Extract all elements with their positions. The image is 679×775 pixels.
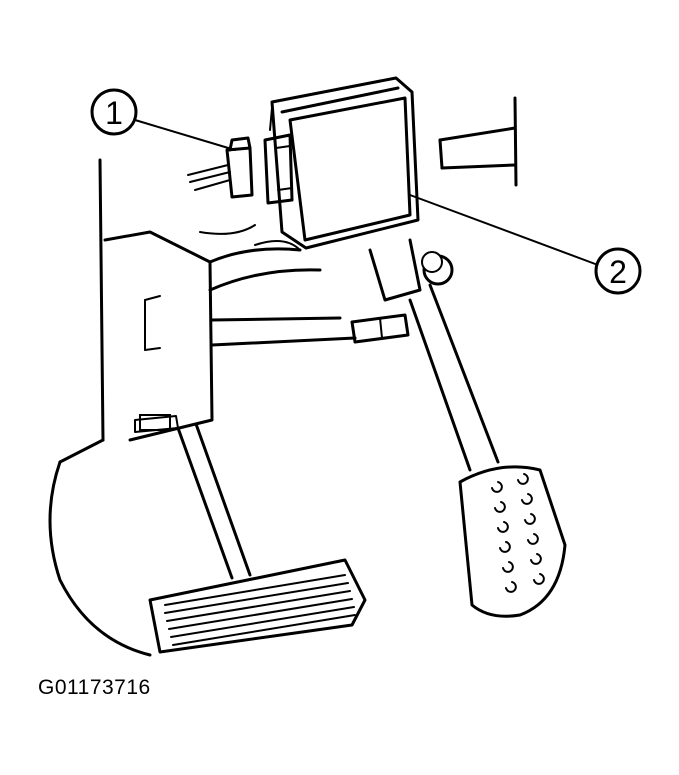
- brake-pedal: [134, 414, 367, 654]
- control-module: [263, 76, 420, 250]
- brake-switch-icon: [139, 414, 171, 431]
- figure-code: G01173716: [38, 676, 151, 699]
- accelerator-pedal: [350, 238, 567, 618]
- wiring-connector: [187, 136, 254, 199]
- dash-panel: [48, 158, 357, 657]
- callout-1-label: 1: [105, 95, 123, 131]
- firewall-bracket: [438, 96, 518, 187]
- callout-leaders: [134, 119, 599, 266]
- callout-2-label: 2: [609, 254, 627, 290]
- callout-2: 2: [594, 247, 642, 295]
- callout-1: 1: [90, 88, 138, 136]
- pedal-grip-pattern: [491, 473, 545, 593]
